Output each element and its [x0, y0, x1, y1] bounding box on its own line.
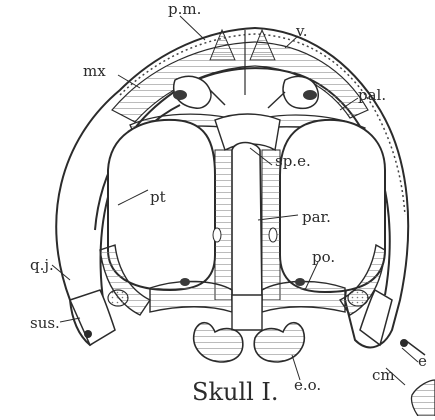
label-e: e [418, 352, 427, 370]
label-eo: e.o. [294, 376, 321, 394]
figure-caption: Skull I. [192, 378, 279, 406]
right-orbit [280, 120, 385, 292]
label-pt: pt [150, 188, 166, 206]
basal-plate [232, 295, 262, 330]
vomer [174, 76, 319, 108]
left-ear-dot [84, 330, 92, 338]
label-qj: q.j. [30, 256, 54, 274]
label-pm: p.m. [168, 0, 201, 18]
cm-fragment [411, 380, 435, 416]
label-cm: cm [372, 366, 395, 384]
label-par: par. [302, 208, 331, 226]
label-spe: sp.e. [275, 152, 311, 170]
label-mx: mx [83, 62, 106, 80]
label-sus: sus. [30, 314, 60, 332]
label-v: v. [295, 22, 307, 40]
ear-dot [400, 339, 408, 347]
label-po: po. [312, 248, 335, 266]
parasphenoid [213, 143, 280, 301]
label-pal: pal. [358, 86, 386, 104]
